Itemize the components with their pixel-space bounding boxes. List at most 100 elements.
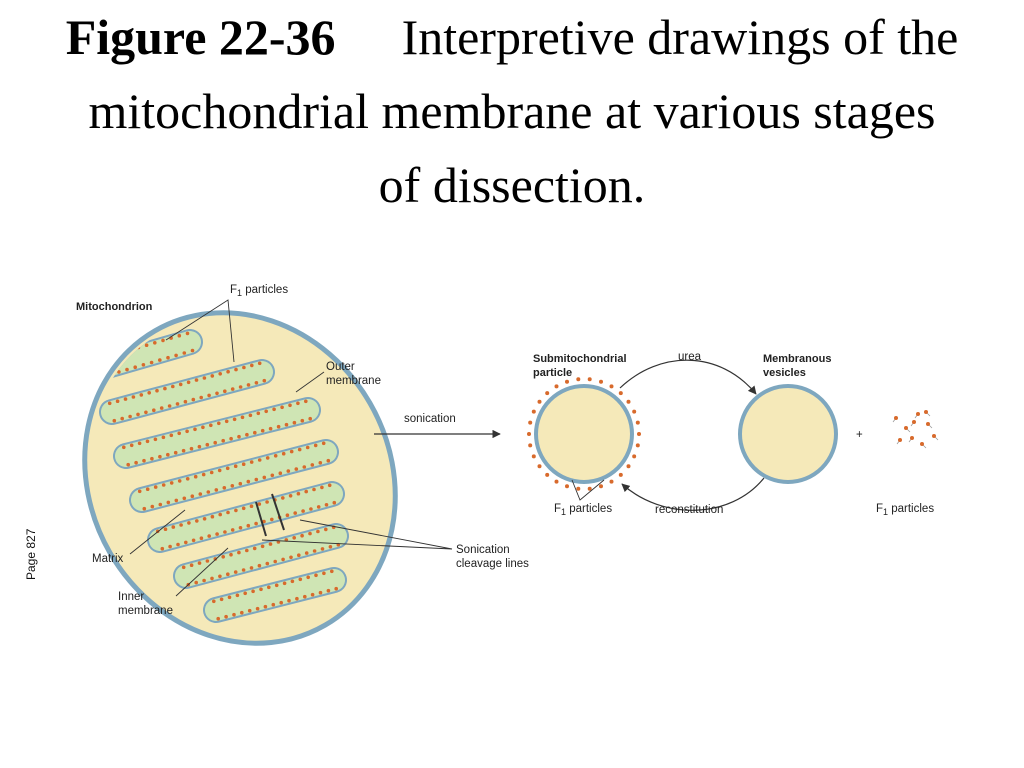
f1-particle [166,355,170,360]
f1-particle [125,367,129,372]
mitochondrion [82,310,398,646]
f1-particle [635,420,640,425]
label-matrix: Matrix [92,553,124,565]
f1-particle [161,483,166,487]
f1-particle [202,578,206,583]
f1-particle [262,475,267,480]
f1-particle [280,405,284,410]
f1-particle [528,420,533,425]
crista-matrix [131,441,337,511]
f1-particle [126,462,130,467]
f1-particle [235,593,240,598]
f1-particle [282,581,287,586]
label-inner-1: Inner [118,591,144,603]
f1-particle [609,384,614,389]
arrows [374,359,765,511]
f1-particle [117,370,121,374]
f1-particle [920,442,924,446]
f1-particle [314,573,318,578]
f1-particle [112,352,116,357]
figure-caption: Interpretive drawings of the mitochondri… [88,9,959,213]
f1-particle [274,583,279,588]
f1-particle [142,458,146,463]
f1-particle [289,555,293,560]
f1-particle [898,438,902,442]
f1-particle [166,452,170,457]
f1-particle [316,505,321,509]
f1-particle [252,546,257,551]
f1-particle [330,569,334,574]
f1-particle [326,588,331,593]
f1-particle [257,361,262,366]
f1-particle [321,441,326,446]
f1-particle [206,490,211,494]
f1-particle [142,506,147,511]
f1-particle [257,563,262,568]
f1-particle [218,574,222,579]
f1-particle [194,580,198,585]
f1-particle [210,514,215,519]
f1-particle [285,513,290,517]
f1-particle [189,446,194,451]
f1-particle [218,372,222,376]
f1-particle [545,472,550,477]
f1-particle [179,523,183,527]
f1-particle [230,528,235,532]
f1-particle [174,498,179,503]
f1-particle [168,544,172,549]
f1-particle [287,598,291,603]
f1-particle [270,473,275,478]
f1-particle [248,413,253,418]
f1-particle [294,467,299,471]
f1-particle [257,502,262,506]
f1-particle [332,500,337,505]
f1-particle [213,440,217,445]
f1-particle [298,577,303,582]
f1-particle [150,456,154,461]
f1-particle [158,502,163,507]
crista-matrix [115,399,319,467]
f1-particle [318,461,323,465]
f1-particle [271,602,276,607]
f1-particle [160,546,165,551]
f1-particle [158,454,162,459]
f1-particle [926,422,930,426]
f1-particle [173,450,178,455]
f1-particle [171,384,175,389]
f1-particle [527,432,531,436]
f1-particle [289,449,294,454]
f1-particle [308,416,313,421]
f1-particle [190,348,195,353]
f1-particle [171,525,176,529]
f1-particle [155,388,159,393]
label-reconstitution: reconstitution [655,504,723,516]
f1-particle [217,421,221,426]
f1-particle [531,409,536,414]
label-submito-1: Submitochondrial [533,353,627,365]
f1-particle [199,395,203,400]
f1-particle [189,563,194,567]
f1-particle [223,530,227,534]
f1-particle [599,379,603,384]
f1-particle [537,464,542,469]
f1-particle [122,445,126,450]
f1-particle [270,517,274,522]
f1-particle [295,596,299,601]
f1-particle [103,355,108,359]
f1-particle [107,401,112,406]
f1-particle [150,504,155,509]
f1-particle [197,444,202,449]
f1-particle [167,404,172,408]
f1-particle [120,416,124,421]
f1-particle [537,399,542,404]
f1-particle [587,377,592,382]
f1-particle [281,496,285,500]
f1-particle [144,343,149,348]
f1-particle [278,471,283,476]
f1-particle [632,409,637,414]
f1-particle [194,378,199,382]
f1-particle [246,523,251,528]
membranous-vesicle [738,384,838,484]
f1-particle [232,417,237,422]
f1-particle [265,456,270,460]
